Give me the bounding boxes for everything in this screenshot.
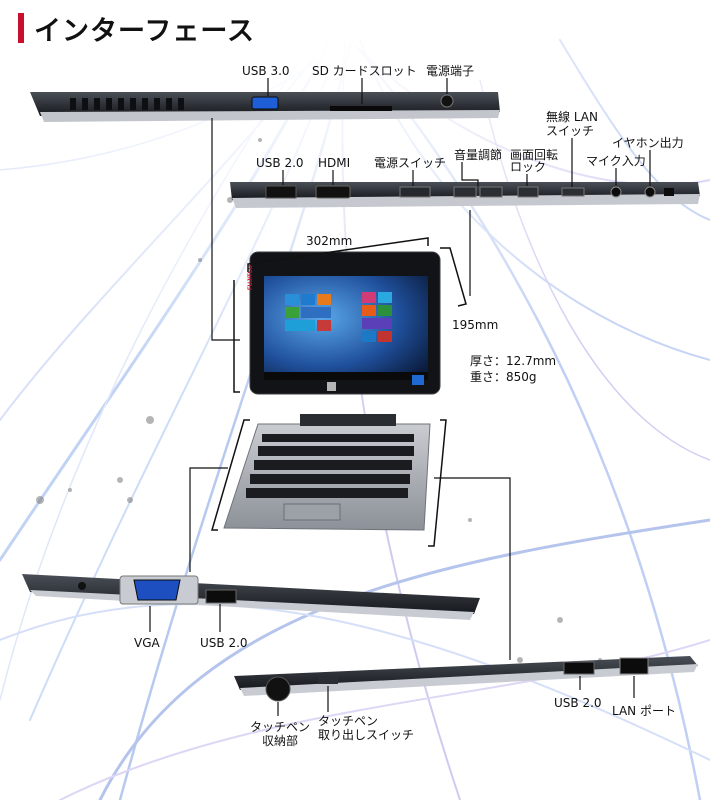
power-jack-icon bbox=[440, 94, 454, 108]
keyboard-dock bbox=[211, 414, 447, 547]
label-pen-storage-line2: 収納部 bbox=[261, 734, 298, 748]
vga-port-icon bbox=[133, 579, 181, 601]
label-kbd-left-usb20: USB 2.0 bbox=[200, 636, 248, 650]
label-pen-eject-line2: 取り出しスイッチ bbox=[318, 728, 415, 742]
volume-down-icon bbox=[453, 186, 477, 198]
label-height: 195mm bbox=[452, 318, 499, 332]
label-thickness: 厚さ：12.7mm bbox=[470, 354, 557, 368]
usb3-port-icon bbox=[251, 96, 279, 110]
earphone-jack-icon bbox=[644, 186, 656, 198]
label-kbd-right-usb20: USB 2.0 bbox=[554, 696, 602, 710]
dimension-brackets bbox=[233, 237, 467, 393]
keyboard-right-side bbox=[234, 656, 698, 702]
volume-up-icon bbox=[479, 186, 503, 198]
label-lan-port: LAN ポート bbox=[612, 704, 676, 718]
label-weight: 重さ：850g bbox=[470, 370, 537, 384]
rotation-lock-icon bbox=[517, 186, 539, 198]
page-header: インターフェース bbox=[18, 10, 256, 47]
tablet-top-edge bbox=[30, 92, 500, 122]
power-switch-icon bbox=[399, 186, 431, 198]
brand-logo: FUJITSU bbox=[248, 265, 254, 290]
label-pen-storage-line1: タッチペン bbox=[249, 720, 310, 734]
label-wireless-lan-line1: 無線 LAN bbox=[546, 110, 598, 124]
label-usb30: USB 3.0 bbox=[242, 64, 290, 78]
usb2-port-icon bbox=[205, 589, 237, 604]
tablet-side-edge bbox=[230, 182, 700, 208]
title-accent-bar bbox=[18, 13, 24, 43]
label-side-usb20: USB 2.0 bbox=[256, 156, 304, 170]
sd-slot-icon bbox=[330, 106, 392, 111]
label-rotation-line1: 画面回転 bbox=[510, 148, 559, 162]
label-earphone: イヤホン出力 bbox=[612, 136, 684, 150]
usb2-port-icon bbox=[265, 185, 297, 199]
label-width: 302mm bbox=[306, 234, 353, 248]
label-pen-eject-line1: タッチペン bbox=[318, 714, 379, 728]
keyboard-left-side bbox=[22, 574, 480, 620]
label-rotation-line2: ロック bbox=[510, 160, 547, 174]
label-wireless-lan-line2: スイッチ bbox=[546, 124, 595, 138]
wireless-switch-icon bbox=[561, 187, 585, 197]
label-sd-slot: SD カードスロット bbox=[312, 64, 417, 78]
leader-lines bbox=[149, 78, 651, 716]
pen-storage-icon bbox=[265, 676, 291, 702]
page-title: インターフェース bbox=[34, 15, 256, 47]
usb2-port-icon bbox=[563, 661, 595, 675]
label-mic: マイク入力 bbox=[586, 154, 646, 168]
pen-eject-switch-icon bbox=[318, 676, 338, 684]
start-tiles bbox=[285, 292, 392, 342]
label-hdmi: HDMI bbox=[318, 156, 351, 170]
tablet-front: FUJITSU bbox=[248, 251, 441, 395]
lan-port-icon bbox=[619, 657, 649, 675]
mic-jack-icon bbox=[610, 186, 622, 198]
label-volume: 音量調節 bbox=[454, 148, 503, 162]
label-power-jack: 電源端子 bbox=[426, 64, 475, 78]
label-power-switch: 電源スイッチ bbox=[374, 156, 447, 170]
label-vga: VGA bbox=[134, 636, 160, 650]
hdmi-port-icon bbox=[315, 185, 351, 199]
